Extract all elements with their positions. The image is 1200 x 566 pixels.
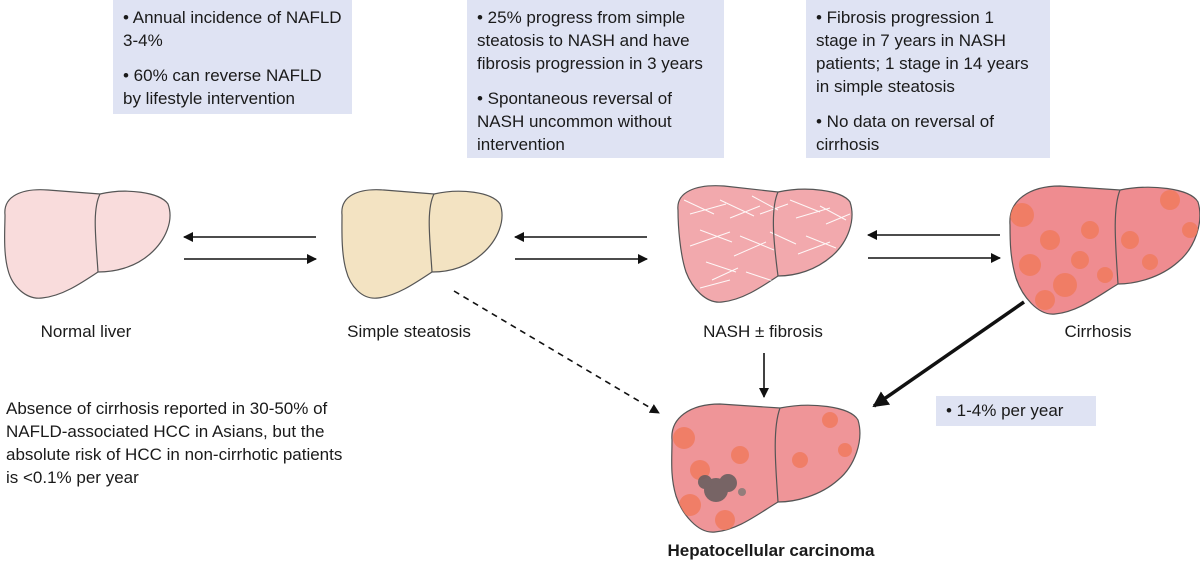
label-simple-steatosis: Simple steatosis	[347, 322, 471, 341]
info-text: • No data on reversal of cirrhosis	[816, 112, 994, 154]
tumor-mass	[698, 474, 746, 502]
nash-liver-illustration	[677, 185, 853, 303]
info-box-hcc-rate: • 1-4% per year	[936, 396, 1096, 426]
info-text: • 1-4% per year	[946, 401, 1064, 420]
label-normal-liver: Normal liver	[40, 322, 132, 341]
note-non-cirrhotic-hcc: Absence of cirrhosis reported in 30-50% …	[6, 399, 343, 487]
info-text: • 25% progress from simple steatosis to …	[477, 8, 703, 73]
label-cirrhosis: Cirrhosis	[1064, 322, 1132, 341]
info-text: • 60% can reverse NAFLD by lifestyle int…	[123, 66, 322, 108]
info-box-fibrosis: • Fibrosis progression 1 stage in 7 year…	[806, 0, 1050, 158]
cirrhosis-liver-illustration	[1009, 185, 1200, 315]
info-text: • Spontaneous reversal of NASH uncommon …	[477, 89, 672, 154]
arrow-steatosis-to-hcc-dashed	[453, 290, 660, 414]
info-box-incidence: • Annual incidence of NAFLD 3-4% • 60% c…	[113, 0, 352, 114]
info-box-progression: • 25% progress from simple steatosis to …	[467, 0, 724, 158]
info-text: • Annual incidence of NAFLD 3-4%	[123, 8, 342, 50]
label-hepatocellular-carcinoma: Hepatocellular carcinoma	[667, 541, 875, 560]
label-nash-fibrosis: NASH ± fibrosis	[703, 322, 823, 341]
normal-liver-illustration	[4, 189, 171, 299]
steatosis-liver-illustration	[341, 189, 503, 299]
info-text: • Fibrosis progression 1 stage in 7 year…	[816, 8, 1029, 96]
hcc-liver-illustration	[671, 403, 861, 533]
arrow-cirrhosis-to-hcc	[872, 300, 1025, 408]
